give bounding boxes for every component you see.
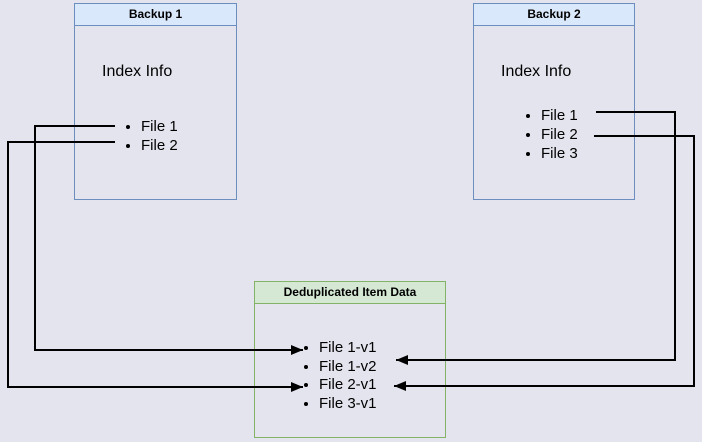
dedup-node: Deduplicated Item Data File 1-v1 File 1-… [254, 281, 446, 438]
backup2-node: Backup 2 Index Info File 1 File 2 File 3 [473, 3, 635, 200]
dedup-file-1-v2: File 1-v2 [319, 358, 377, 377]
backup2-file-3: File 3 [541, 144, 578, 163]
backup1-file-list: File 1 File 2 [121, 117, 178, 155]
dedup-file-list: File 1-v1 File 1-v2 File 2-v1 File 3-v1 [299, 339, 377, 413]
dedup-file-2-v1: File 2-v1 [319, 376, 377, 395]
backup2-file-2: File 2 [541, 125, 578, 144]
backup1-file-1: File 1 [141, 117, 178, 136]
backup2-index-info-label: Index Info [501, 63, 572, 80]
backup1-index-info-label: Index Info [102, 63, 173, 80]
dedup-file-3-v1: File 3-v1 [319, 395, 377, 414]
dedup-title: Deduplicated Item Data [255, 282, 445, 304]
backup2-title: Backup 2 [474, 4, 634, 26]
backup2-file-1: File 1 [541, 106, 578, 125]
backup1-title: Backup 1 [75, 4, 236, 26]
dedup-file-1-v1: File 1-v1 [319, 339, 377, 358]
backup1-file-2: File 2 [141, 136, 178, 155]
backup2-file-list: File 1 File 2 File 3 [521, 106, 578, 163]
backup1-node: Backup 1 Index Info File 1 File 2 [74, 3, 237, 200]
